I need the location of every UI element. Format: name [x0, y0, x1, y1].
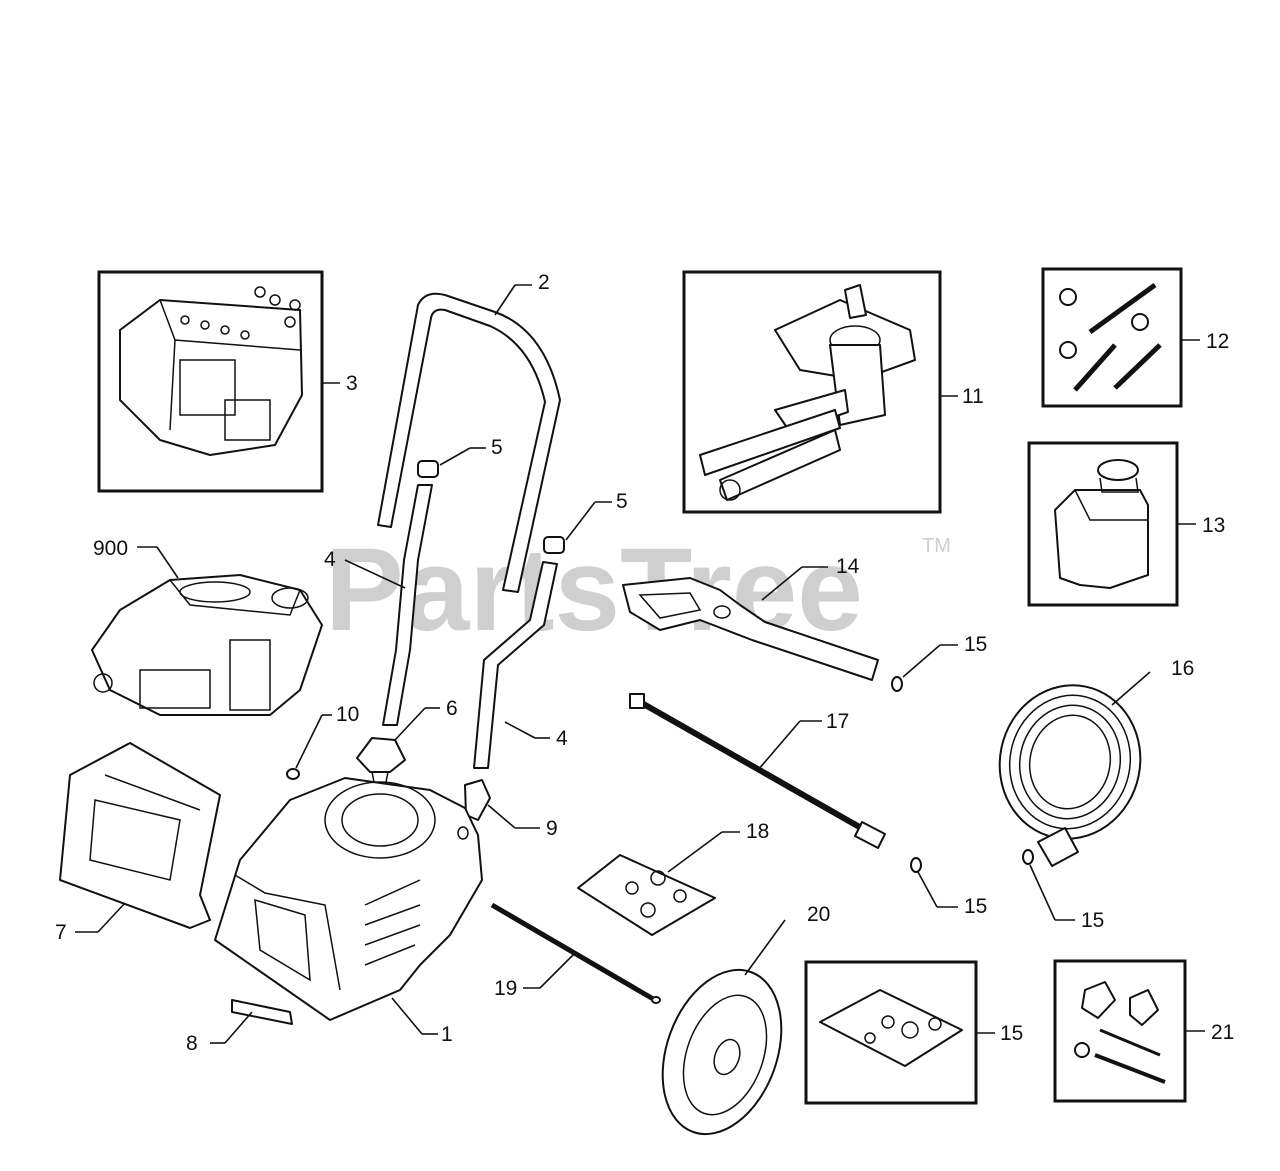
part-4-lower-tube-a[interactable] [382, 484, 433, 726]
part-2-handle[interactable] [377, 292, 561, 593]
callout-12: 12 [1206, 330, 1229, 353]
callout-11: 11 [962, 385, 984, 408]
callout-9: 9 [546, 817, 558, 840]
callout-5b: 5 [616, 490, 628, 513]
callout-8: 8 [186, 1032, 198, 1055]
part-5-plug-a[interactable] [417, 460, 439, 478]
part-17-wand[interactable] [629, 693, 886, 849]
part-5-plug-b[interactable] [543, 536, 565, 554]
part-15-oring-kit[interactable] [804, 960, 978, 1105]
callout-16: 16 [1171, 657, 1194, 680]
part-15-oring-c[interactable] [1022, 849, 1034, 865]
callout-20: 20 [807, 903, 830, 926]
part-1-frame[interactable] [214, 777, 483, 1021]
part-19-axle[interactable] [490, 902, 661, 1004]
part-10-clip[interactable] [286, 768, 300, 780]
part-6-bracket[interactable] [356, 737, 406, 783]
callout-1: 1 [441, 1023, 453, 1046]
part-16-hose[interactable] [986, 672, 1155, 867]
part-3-panel-kit[interactable] [97, 270, 324, 493]
callout-21: 21 [1211, 1021, 1234, 1044]
part-15-oring-a[interactable] [891, 676, 903, 692]
part-15-oring-b[interactable] [910, 857, 922, 873]
callout-10: 10 [336, 703, 359, 726]
callout-4b: 4 [556, 727, 568, 750]
part-900-engine[interactable] [91, 574, 323, 716]
callout-17: 17 [826, 710, 849, 733]
callout-5a: 5 [491, 436, 503, 459]
callout-4a: 4 [324, 548, 336, 571]
part-18-nozzle-kit[interactable] [577, 854, 716, 936]
callout-15d: 15 [1000, 1022, 1023, 1045]
callout-15c: 15 [1081, 909, 1104, 932]
callout-7: 7 [55, 921, 67, 944]
callout-13: 13 [1202, 514, 1225, 537]
callout-19: 19 [494, 977, 517, 1000]
watermark-trademark: TM [922, 535, 951, 557]
callout-15b: 15 [964, 895, 987, 918]
callout-2: 2 [538, 271, 550, 294]
part-8-foot-pad[interactable] [231, 999, 293, 1025]
part-11-pump[interactable] [682, 270, 942, 514]
part-7-front-shroud[interactable] [59, 742, 221, 929]
part-12-hardware-kit[interactable] [1041, 267, 1183, 408]
callout-3: 3 [346, 372, 358, 395]
callout-900: 900 [93, 537, 128, 560]
part-13-detergent-tank[interactable] [1027, 441, 1179, 607]
part-21-wheel-kit[interactable] [1053, 959, 1187, 1103]
callout-18: 18 [746, 820, 769, 843]
part-20-wheel[interactable] [641, 953, 803, 1150]
part-4-lower-tube-b[interactable] [473, 561, 558, 769]
part-14-spray-gun[interactable] [622, 577, 879, 681]
callout-15a: 15 [964, 633, 987, 656]
callout-14: 14 [836, 555, 860, 578]
callout-6: 6 [446, 697, 458, 720]
